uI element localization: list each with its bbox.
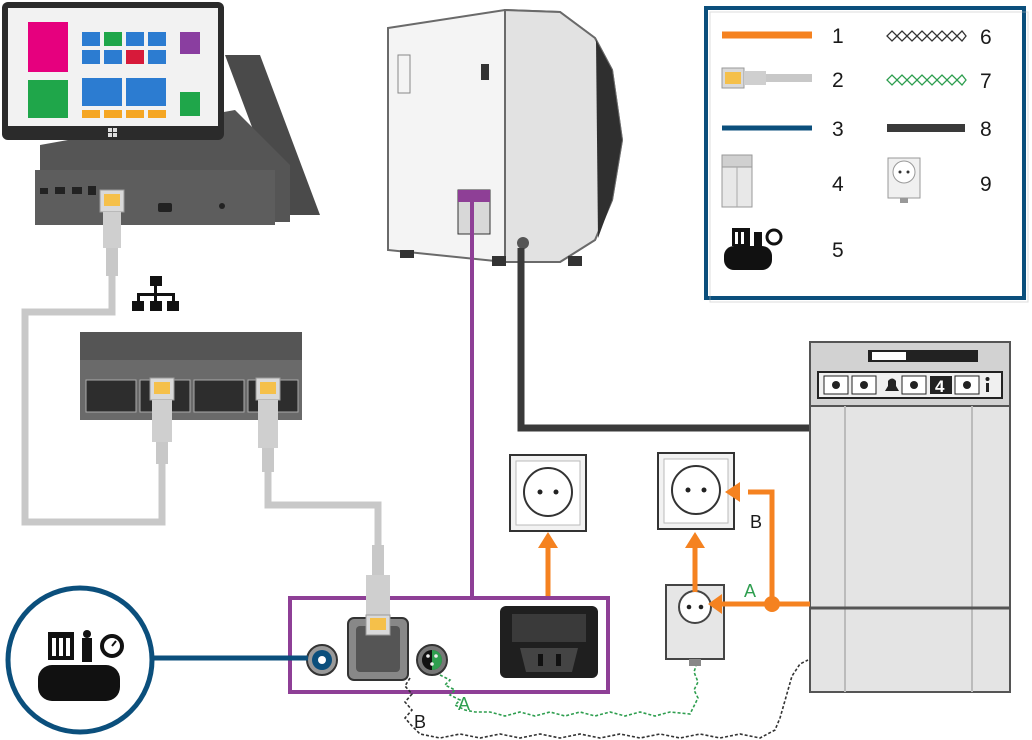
legend-swatch-2 xyxy=(721,67,812,89)
air-coupling xyxy=(306,644,338,676)
legend-number-8: 8 xyxy=(980,118,992,141)
rj45-plug-machine xyxy=(365,545,391,636)
legend-number-2: 2 xyxy=(832,69,844,92)
signal-port xyxy=(416,644,448,676)
suction-control-panel: 4 xyxy=(823,375,990,396)
compressor-icon xyxy=(38,630,124,701)
legend-swatch-4 xyxy=(721,154,753,208)
network-icon xyxy=(132,276,179,311)
pc-stand xyxy=(225,55,320,215)
rj45-plug-pc xyxy=(99,189,125,276)
rj45-plug-switch-1 xyxy=(149,377,175,464)
power-inlet xyxy=(500,606,598,678)
label-b-power: B xyxy=(750,512,762,532)
label-b-signal: B xyxy=(414,712,426,732)
windows-icon xyxy=(108,128,117,137)
compressor xyxy=(5,585,308,735)
legend-number-6: 6 xyxy=(980,26,992,49)
milling-machine xyxy=(387,8,624,266)
orange-power-lines xyxy=(545,489,810,612)
black-zigzag-cable xyxy=(403,659,809,739)
legend-swatch-9 xyxy=(887,157,921,203)
legend-number-4: 4 xyxy=(832,173,844,196)
label-a-power: A xyxy=(744,581,756,601)
label-a-signal: A xyxy=(458,694,470,714)
pc-workstation xyxy=(2,2,320,276)
wall-socket-left xyxy=(509,454,587,532)
zigzag-cables xyxy=(403,659,809,739)
orange-arrowheads xyxy=(538,482,780,614)
dark-hose-machine-suction xyxy=(517,248,812,432)
legend: 1 2 3 4 5 6 7 8 9 xyxy=(704,6,1029,303)
legend-swatch-6 xyxy=(886,30,967,42)
orange-line-b xyxy=(748,489,775,604)
bell-icon xyxy=(885,378,899,391)
legend-swatch-5 xyxy=(724,228,783,270)
legend-number-3: 3 xyxy=(832,118,844,141)
rj45-plug-switch-2 xyxy=(255,377,281,472)
network-switch xyxy=(80,332,302,472)
network-cable-pc-switch xyxy=(21,275,166,526)
suction-unit: 4 xyxy=(809,341,1011,693)
legend-number-5: 5 xyxy=(832,239,844,262)
suction-badge: 4 xyxy=(935,377,945,396)
legend-number-9: 9 xyxy=(980,173,992,196)
network-port xyxy=(347,617,409,681)
pc-base xyxy=(35,170,275,225)
legend-number-7: 7 xyxy=(980,70,992,93)
network-cable-switch-machine xyxy=(264,470,382,545)
machine-connection-panel xyxy=(288,545,610,694)
legend-number-1: 1 xyxy=(832,25,844,48)
network-cables xyxy=(21,275,382,545)
legend-swatch-7 xyxy=(886,74,967,86)
info-icon xyxy=(985,377,990,392)
power-adapter-socket xyxy=(665,584,725,666)
wall-socket-right xyxy=(657,452,735,530)
